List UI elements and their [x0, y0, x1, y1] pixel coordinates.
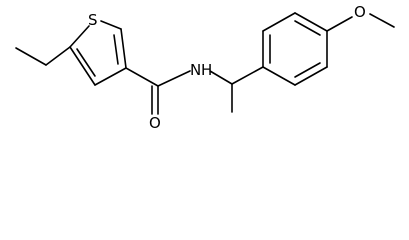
bond-benzene-c5-c6 [294, 66, 328, 86]
sulfur-label: S [88, 11, 98, 29]
bond-c5-s1 [69, 25, 90, 48]
bond-c3-c4 [94, 67, 127, 86]
bond-c4-c5-inner [76, 48, 96, 77]
bond-benzene-c6-c1 [262, 66, 296, 86]
bond-ethyl-ch3-ch2 [15, 47, 47, 66]
methoxy-oxygen-label: O [354, 3, 366, 21]
bond-benzene-c3-c4-inner [294, 20, 321, 36]
carbonyl-oxygen-label: O [149, 114, 161, 132]
bond-ethyl-ch2-c5 [45, 46, 71, 66]
bond-c3-carbonyl [125, 67, 159, 87]
bond-benzene-c5-c6-inner [294, 62, 321, 78]
chemical-structure: S N H O O [15, 3, 395, 132]
bond-nitrogen-ch [209, 70, 233, 85]
bond-methoxy-oxygen-methyl [369, 13, 395, 28]
bond-c2-c3-inner [113, 34, 119, 65]
bond-c4-c5 [69, 46, 96, 86]
bond-ch-ring [231, 66, 264, 85]
amide-hydrogen-label: H [201, 61, 212, 79]
bond-s1-c2 [100, 20, 122, 30]
bond-c2-c3 [120, 28, 127, 69]
bond-benzene-c3-c4 [294, 12, 328, 32]
bond-ring-methoxy-oxygen [326, 16, 353, 32]
bond-carbonyl-nitrogen [157, 70, 191, 87]
bond-benzene-c2-c3 [262, 12, 296, 32]
amide-nitrogen-label: N [190, 61, 201, 79]
